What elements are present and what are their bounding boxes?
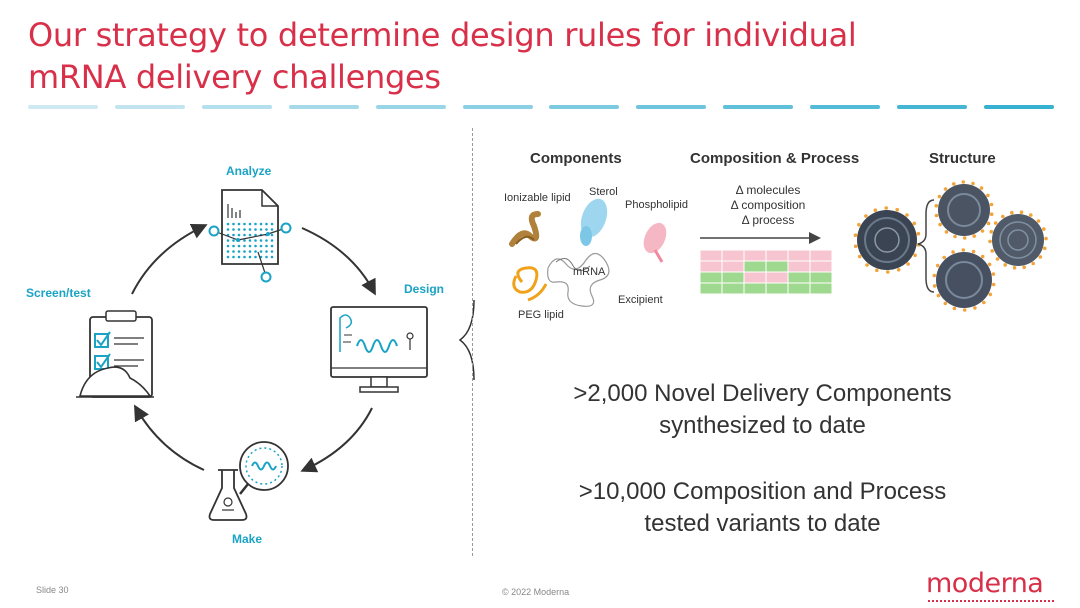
- moderna-logo: moderna: [926, 568, 1044, 599]
- label-mrna: mRNA: [573, 266, 606, 278]
- title-dash: [375, 105, 446, 109]
- stat-components-line1: >2,000 Novel Delivery Components: [573, 380, 952, 407]
- stat-components-line2: synthesized to date: [659, 412, 866, 439]
- cycle-label-design: Design: [404, 282, 445, 296]
- title-line-2: mRNA delivery challenges: [28, 58, 441, 96]
- slide-title: Our strategy to determine design rules f…: [28, 14, 928, 98]
- title-dash: [723, 105, 794, 109]
- delta-labels: Δ molecules Δ composition Δ process: [708, 183, 828, 228]
- arrow-screen-to-analyze: [131, 223, 208, 295]
- slide-number: Slide 30: [36, 585, 69, 595]
- title-dash: [549, 105, 620, 109]
- title-dash: [114, 105, 185, 109]
- moderna-logo-underline: [928, 600, 1054, 605]
- design-monitor-icon: [330, 306, 428, 393]
- title-dash: [636, 105, 707, 109]
- title-dash: [810, 105, 881, 109]
- stat-variants-line1: >10,000 Composition and Process: [578, 478, 947, 505]
- cycle-label-screen: Screen/test: [26, 286, 91, 300]
- component-molecules-illustration: [509, 198, 667, 307]
- heading-components: Components: [530, 150, 622, 167]
- label-excipient: Excipient: [618, 294, 663, 306]
- structure-nanoparticles-illustration: [853, 180, 1048, 312]
- screen-clipboard-icon: [76, 310, 154, 398]
- arrow-make-to-screen: [134, 404, 205, 471]
- title-dash: [201, 105, 272, 109]
- arrow-design-to-make: [300, 407, 373, 473]
- panel-divider: [472, 128, 473, 556]
- analyze-document-icon: [208, 189, 292, 283]
- title-underline-dashes: [28, 105, 1054, 110]
- title-dash: [897, 105, 968, 109]
- label-peg-lipid: PEG lipid: [518, 309, 564, 321]
- stat-variants-line2: tested variants to date: [644, 510, 881, 537]
- label-delta-process: Δ process: [741, 213, 795, 227]
- title-dash: [462, 105, 533, 109]
- cycle-label-analyze: Analyze: [226, 164, 272, 178]
- cycle-label-make: Make: [232, 532, 263, 546]
- title-dash: [288, 105, 359, 109]
- stat-variants: >10,000 Composition and Process tested v…: [520, 476, 1005, 540]
- label-ionizable-lipid: Ionizable lipid: [504, 192, 571, 204]
- title-dash: [983, 105, 1054, 109]
- heading-structure: Structure: [929, 150, 996, 167]
- cycle-arrows: [131, 223, 376, 473]
- title-line-1: Our strategy to determine design rules f…: [28, 16, 857, 54]
- stat-components: >2,000 Novel Delivery Components synthes…: [520, 378, 1005, 442]
- copyright: © 2022 Moderna: [502, 587, 570, 597]
- make-flask-icon: [208, 441, 289, 521]
- label-delta-composition: Δ composition: [730, 198, 806, 212]
- title-dash: [28, 105, 98, 109]
- heading-composition-process: Composition & Process: [690, 150, 860, 167]
- label-delta-molecules: Δ molecules: [735, 183, 801, 197]
- label-phospholipid: Phospholipid: [625, 199, 688, 211]
- composition-grid: [699, 249, 833, 295]
- arrow-analyze-to-design: [301, 227, 376, 296]
- label-sterol: Sterol: [589, 186, 618, 198]
